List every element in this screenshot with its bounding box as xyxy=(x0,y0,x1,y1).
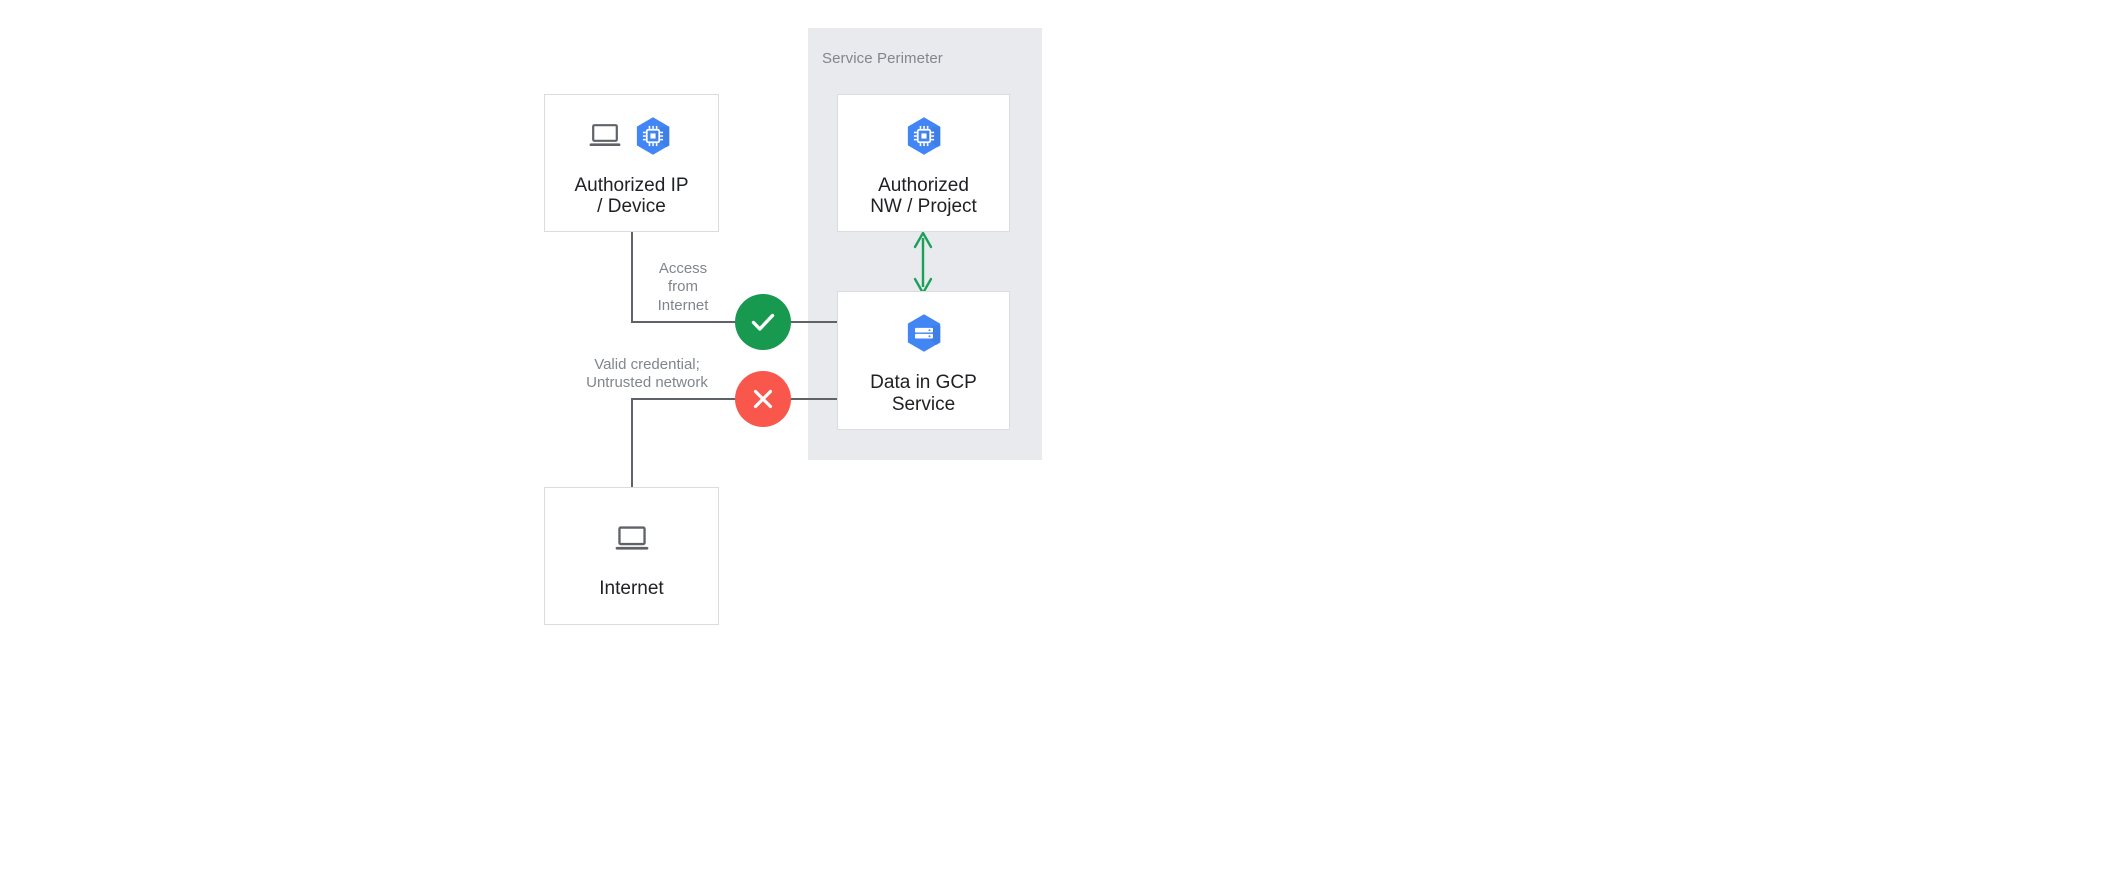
status-badge-deny[interactable] xyxy=(735,371,791,427)
storage-database-hexagon-icon xyxy=(907,314,940,353)
node-label: Data in GCP Service xyxy=(870,372,977,415)
node-data-in-gcp-service[interactable]: Data in GCP Service xyxy=(837,291,1010,430)
node-label: Authorized IP / Device xyxy=(574,174,689,217)
node-icon-group xyxy=(615,512,649,566)
node-icon-group xyxy=(589,109,675,163)
node-icon-group xyxy=(902,109,946,163)
close-x-icon xyxy=(753,389,773,409)
node-internet[interactable]: Internet xyxy=(544,487,719,625)
node-label: Authorized NW / Project xyxy=(870,174,977,217)
laptop-icon xyxy=(615,526,648,550)
status-badge-allow[interactable] xyxy=(735,294,791,350)
edge-label-access-from-internet: Access from Internet xyxy=(657,260,709,314)
gce-chip-hexagon-icon xyxy=(636,117,669,155)
node-authorized-ip-device[interactable]: Authorized IP / Device xyxy=(544,94,719,232)
laptop-icon xyxy=(589,123,620,146)
wire-internet-to-deny xyxy=(631,398,744,487)
gce-chip-hexagon-icon xyxy=(907,117,940,155)
edge-label-valid-credential-untrusted-network: Valid credential; Untrusted network xyxy=(586,356,708,392)
node-icon-group xyxy=(902,306,946,360)
node-authorized-nw-project[interactable]: Authorized NW / Project xyxy=(837,94,1010,232)
node-label: Internet xyxy=(599,578,664,600)
service-perimeter-label: Service Perimeter xyxy=(822,50,943,67)
check-icon xyxy=(751,313,775,331)
